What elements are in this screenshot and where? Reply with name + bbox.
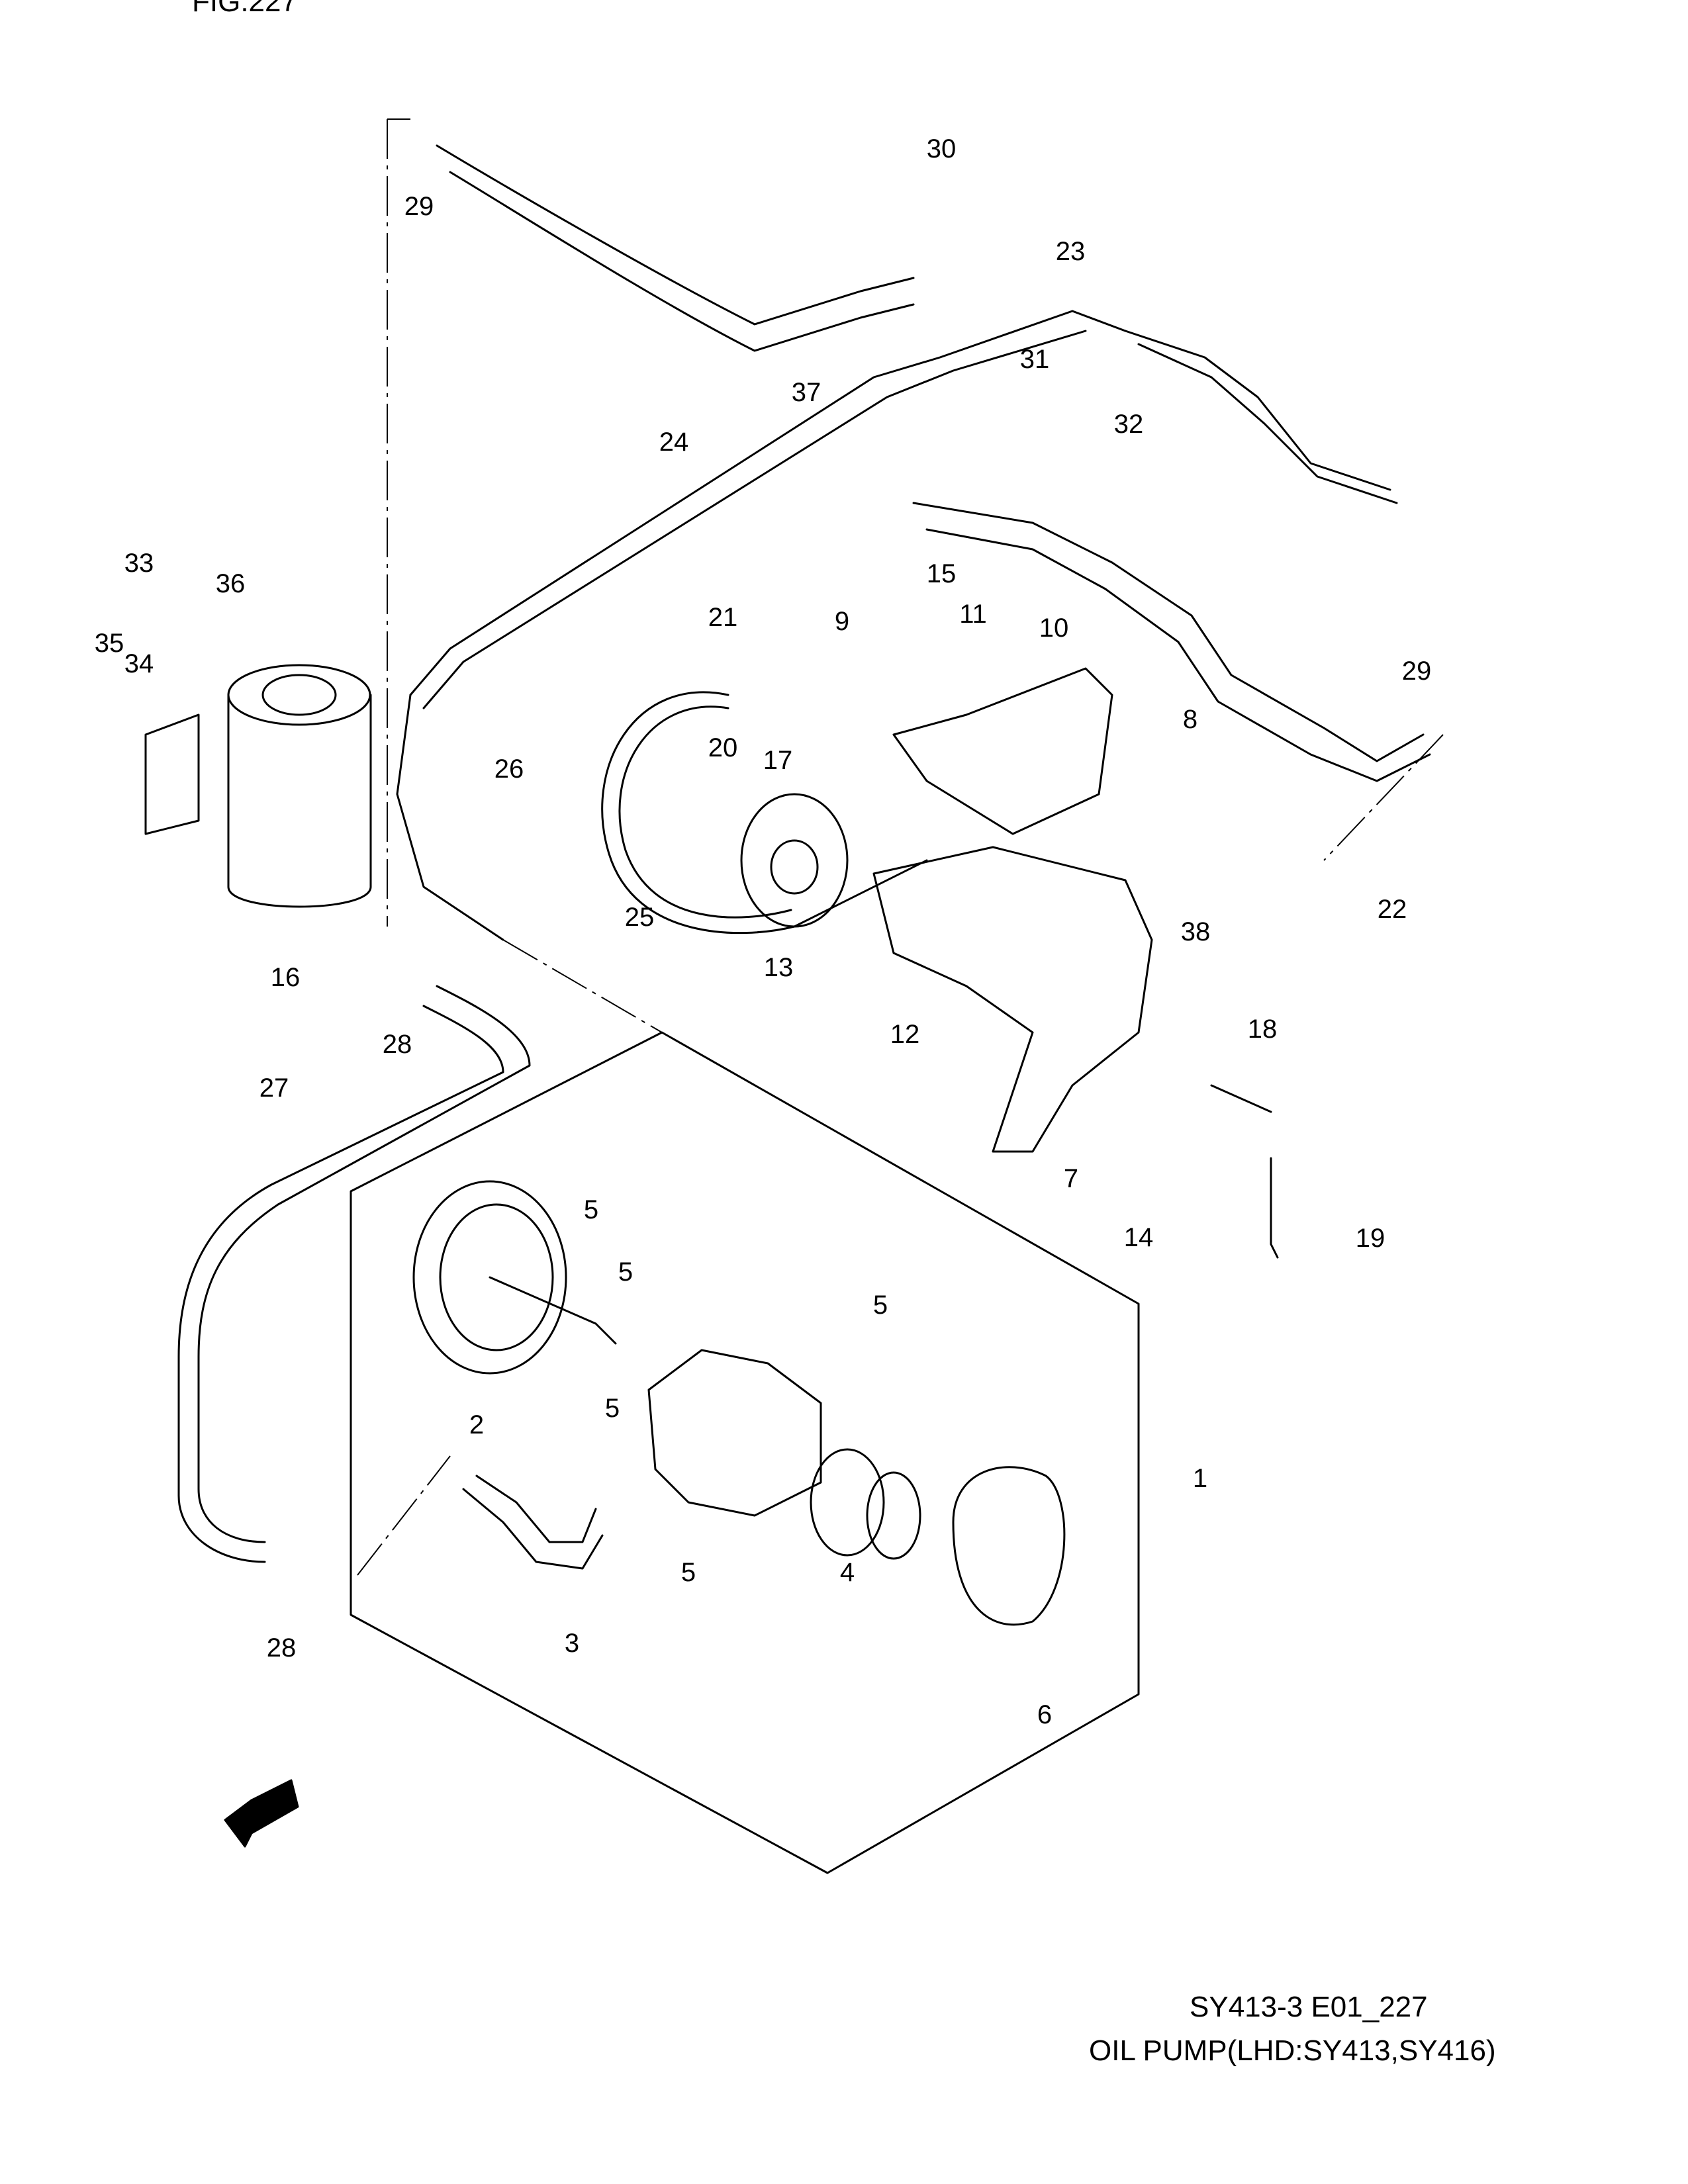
callout-14: 14: [1124, 1223, 1154, 1252]
callout-8: 8: [1183, 705, 1197, 734]
bolt-19: [1270, 1157, 1279, 1259]
reservoir-bracket: [144, 713, 200, 835]
callout-26: 26: [494, 754, 524, 784]
callout-34: 34: [124, 649, 154, 678]
callout-10: 10: [1039, 614, 1069, 643]
reference-line-mid: [502, 939, 663, 1033]
callout-3: 3: [565, 1629, 579, 1658]
pump-bracket: [872, 846, 1153, 1153]
reservoir-cap: [261, 674, 337, 716]
callout-36: 36: [216, 569, 246, 598]
return-hose-right: [912, 502, 1425, 762]
idler-pulley: [740, 793, 849, 928]
drive-belt: [601, 691, 928, 934]
suction-hose: [197, 985, 531, 1543]
pump-assembly-outline: [350, 1031, 1140, 1874]
callout-31: 31: [1020, 345, 1050, 374]
callout-38: 38: [1181, 917, 1211, 946]
callout-5: 5: [605, 1394, 620, 1423]
callout-5: 5: [681, 1558, 696, 1587]
return-hose-right-b: [925, 528, 1431, 782]
callout-22: 22: [1378, 895, 1407, 924]
callout-32: 32: [1114, 410, 1144, 439]
fwd-arrow-icon: [224, 1779, 299, 1848]
suction-pipe: [475, 1475, 597, 1543]
callout-6: 6: [1037, 1700, 1052, 1729]
pressure-hose-outer: [422, 330, 1087, 709]
reservoir-tank: [227, 694, 372, 908]
callout-13: 13: [764, 953, 794, 982]
drive-belt-inner: [618, 705, 792, 919]
pump-rotor: [866, 1471, 921, 1560]
callout-18: 18: [1248, 1015, 1278, 1044]
callout-15: 15: [927, 559, 957, 588]
callout-21: 21: [708, 603, 738, 632]
suction-pipe-b: [462, 1488, 604, 1570]
callout-27: 27: [259, 1073, 289, 1103]
idler-pulley-hub: [770, 839, 819, 895]
return-hose-upper: [436, 144, 915, 326]
callout-11: 11: [959, 600, 987, 629]
callout-30: 30: [927, 134, 957, 163]
diagram-title: OIL PUMP(LHD:SY413,SY416): [1089, 2034, 1496, 2067]
callout-5: 5: [873, 1291, 888, 1320]
callout-23: 23: [1056, 237, 1086, 266]
callout-1: 1: [1193, 1464, 1207, 1493]
pressure-hose-tail-b: [1137, 343, 1398, 504]
callout-33: 33: [124, 549, 154, 578]
reference-line-right: [1323, 734, 1444, 861]
callout-5: 5: [584, 1195, 598, 1224]
diagram-code: SY413-3 E01_227: [1190, 1991, 1428, 2023]
adjust-plate: [892, 667, 1113, 835]
pump-ring: [810, 1448, 885, 1557]
pump-shaft: [489, 1276, 617, 1345]
callout-2: 2: [469, 1410, 484, 1439]
pump-cover: [952, 1466, 1066, 1626]
callout-12: 12: [890, 1020, 920, 1049]
callout-19: 19: [1356, 1224, 1385, 1253]
reservoir-top: [227, 664, 371, 726]
pump-body: [647, 1349, 822, 1517]
callout-29: 29: [404, 192, 434, 221]
reference-line-28: [357, 1455, 451, 1576]
callout-7: 7: [1064, 1164, 1078, 1193]
pressure-hose-tail: [1124, 330, 1391, 491]
callout-28: 28: [383, 1030, 412, 1059]
callout-4: 4: [840, 1558, 855, 1587]
callout-35: 35: [95, 629, 124, 658]
pressure-hose: [409, 310, 1127, 696]
callout-24: 24: [659, 428, 689, 457]
callout-9: 9: [835, 607, 849, 636]
fwd-label: FWD: [230, 1782, 297, 1837]
callout-28: 28: [267, 1633, 297, 1662]
callout-5: 5: [618, 1257, 633, 1287]
callout-37: 37: [792, 378, 821, 407]
callout-29: 29: [1402, 657, 1432, 686]
callout-20: 20: [708, 733, 738, 762]
bolt-18: [1210, 1084, 1272, 1113]
callout-16: 16: [271, 963, 301, 992]
hose-lower-left: [396, 694, 504, 941]
callout-17: 17: [763, 746, 793, 775]
return-hose-upper-b: [449, 171, 915, 352]
pump-pulley-inner: [439, 1203, 554, 1351]
suction-hose-b: [177, 1005, 504, 1563]
pump-pulley: [412, 1180, 567, 1375]
header-fragment: FIG.227: [192, 0, 297, 18]
callout-25: 25: [625, 903, 655, 932]
